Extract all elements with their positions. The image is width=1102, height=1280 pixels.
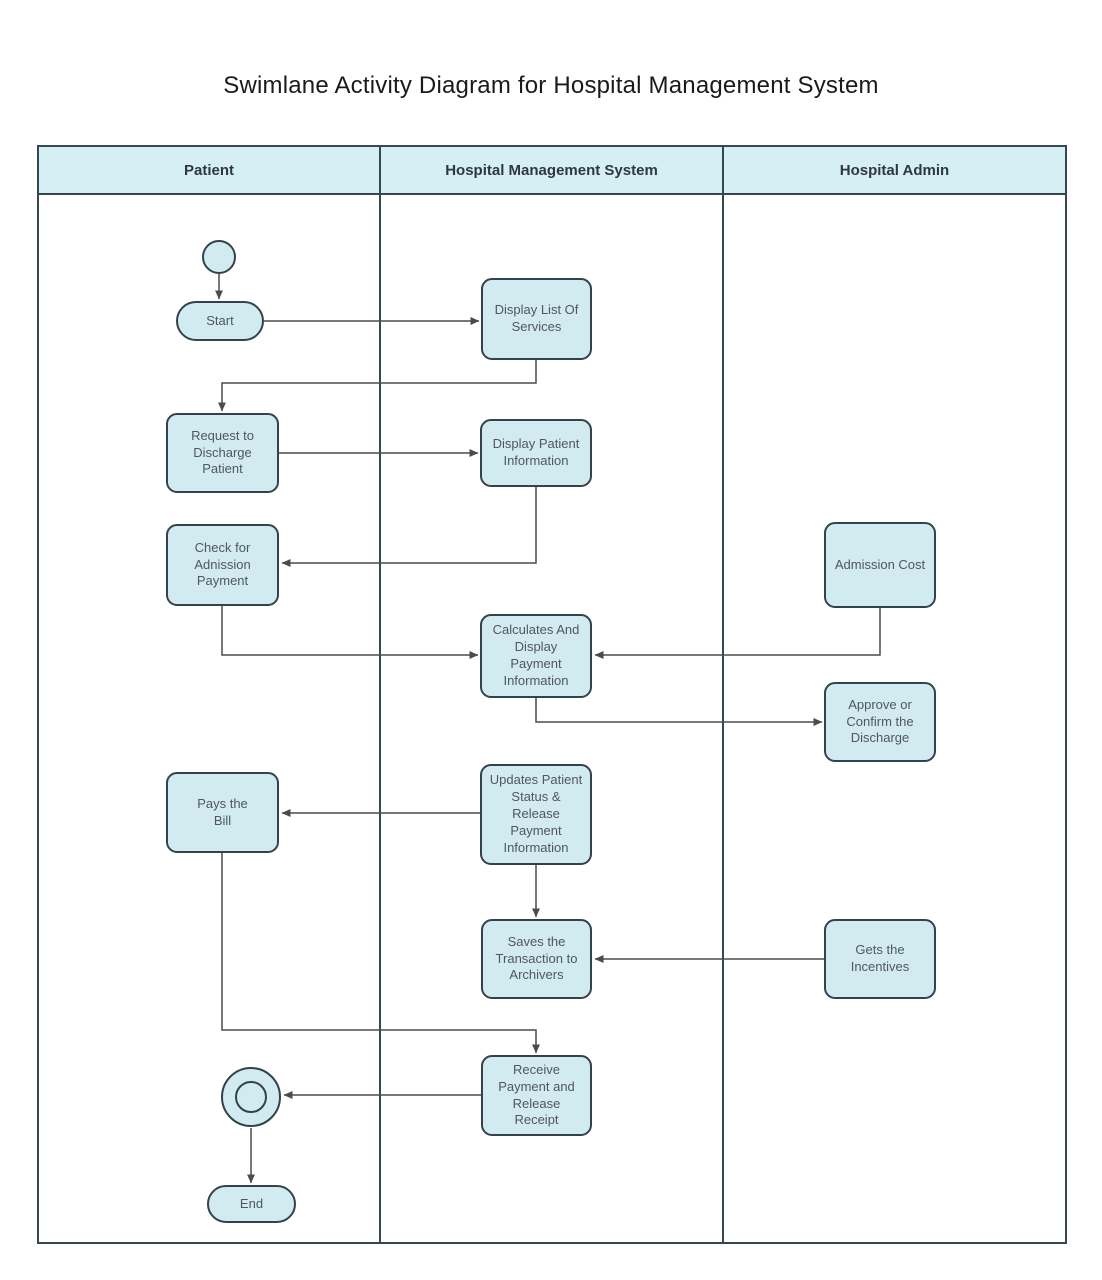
start-node: Start [176,301,264,341]
request-to-discharge-patient-node: Request to Discharge Patient [166,413,279,493]
lane-header-hospital-admin-label: Hospital Admin [839,161,950,179]
lane-divider-1 [379,195,381,1244]
gets-the-incentives-node: Gets the Incentives [824,919,936,999]
saves-the-transaction-to-archivers-node-label: Saves the Transaction to Archivers [495,933,578,983]
lane-header-hospital-admin: Hospital Admin [722,145,1067,195]
approve-or-confirm-the-discharge-node-label: Approve or Confirm the Discharge [846,696,914,746]
calculates-and-display-payment-information-node-label: Calculates And Display Payment Informati… [492,622,580,688]
lane-header-patient-label: Patient [183,161,234,179]
saves-the-transaction-to-archivers-node: Saves the Transaction to Archivers [481,919,592,999]
swimlane-body-frame [37,193,1067,1244]
pays-the-bill-node-label: Pays the Bill [197,795,248,828]
lane-header-hospital-management-system-label: Hospital Management System [445,161,658,179]
admission-cost-node-label: Admission Cost [834,556,926,572]
final-node-inner-circle [235,1081,267,1113]
request-to-discharge-patient-node-label: Request to Discharge Patient [191,427,254,477]
display-patient-information-node-label: Display Patient Information [492,436,580,468]
page-title: Swimlane Activity Diagram for Hospital M… [223,72,879,99]
display-list-of-services-node: Display List Of Services [481,278,592,360]
initial-node [202,240,236,274]
display-patient-information-node: Display Patient Information [480,419,592,487]
start-node-label: Start [206,312,234,328]
final-node [221,1067,281,1127]
check-for-adnission-payment-node: Check for Adnission Payment [166,524,279,606]
updates-patient-status-node: Updates Patient Status & Release Payment… [480,764,592,865]
calculates-and-display-payment-information-node: Calculates And Display Payment Informati… [480,614,592,698]
receive-payment-and-release-receipt-node: Receive Payment and Release Receipt [481,1055,592,1136]
end-node: End [207,1185,296,1223]
admission-cost-node: Admission Cost [824,522,936,608]
lane-divider-2 [722,195,724,1244]
lane-header-patient: Patient [37,145,381,195]
check-for-adnission-payment-node-label: Check for Adnission Payment [194,539,251,589]
approve-or-confirm-the-discharge-node: Approve or Confirm the Discharge [824,682,936,762]
lane-header-hospital-management-system: Hospital Management System [379,145,724,195]
display-list-of-services-node-label: Display List Of Services [494,302,579,334]
pays-the-bill-node: Pays the Bill [166,772,279,853]
end-node-label: End [239,1195,264,1211]
gets-the-incentives-node-label: Gets the Incentives [850,942,910,974]
receive-payment-and-release-receipt-node-label: Receive Payment and Release Receipt [498,1061,575,1128]
updates-patient-status-node-label: Updates Patient Status & Release Payment… [489,772,583,855]
